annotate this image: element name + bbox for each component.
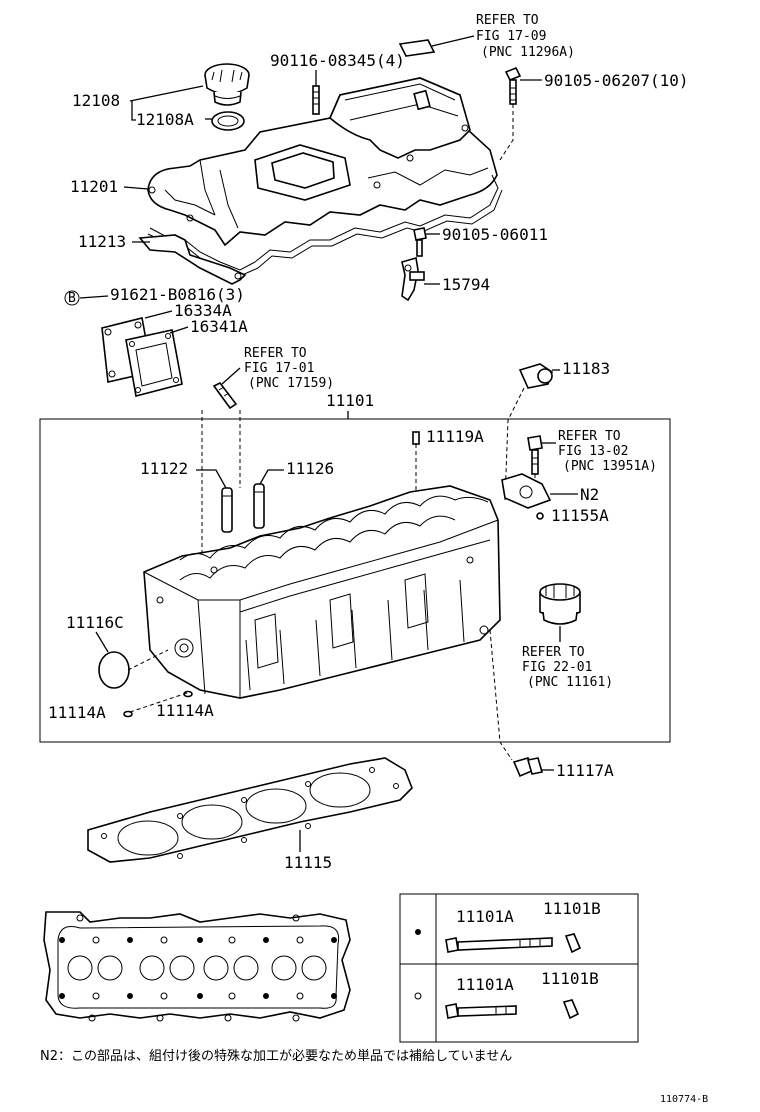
label-15794: 15794 xyxy=(442,275,490,294)
ref-22-01: REFER TO FIG 22-01 (PNC 11161) xyxy=(522,645,613,690)
label-11126: 11126 xyxy=(286,459,334,478)
svg-text:REFER TO: REFER TO xyxy=(476,13,539,28)
circle-b-mark xyxy=(64,290,80,306)
label-91621: 91621-B0816(3) xyxy=(110,285,245,304)
open-dot-icon xyxy=(414,992,422,1000)
label-11201: 11201 xyxy=(70,177,118,196)
label-11116c: 11116C xyxy=(66,613,124,632)
svg-text:REFER TO: REFER TO xyxy=(522,645,585,660)
svg-text:(PNC 11296A): (PNC 11296A) xyxy=(481,45,575,60)
valve-guide-11122 xyxy=(221,487,233,533)
label-12108a: 12108A xyxy=(136,110,194,129)
ref-17-01: REFER TO FIG 17-01 (PNC 17159) xyxy=(244,346,334,391)
label-n2: N2 xyxy=(580,485,599,504)
stud-90116 xyxy=(312,85,320,115)
svg-text:REFER TO: REFER TO xyxy=(244,346,307,361)
label-11119a: 11119A xyxy=(426,427,484,446)
svg-text:FIG 17-09: FIG 17-09 xyxy=(476,29,546,44)
ref-13-02: REFER TO FIG 13-02 (PNC 13951A) xyxy=(558,429,657,474)
table-label-11101a-top: 11101A xyxy=(456,907,514,926)
bearing-cap-n2 xyxy=(501,473,552,509)
gasket-16341a xyxy=(125,329,183,397)
pin-11114a-left xyxy=(123,710,133,718)
label-11114a-left: 11114A xyxy=(48,703,106,722)
label-90105-06011: 90105-06011 xyxy=(442,225,548,244)
svg-text:FIG 22-01: FIG 22-01 xyxy=(522,660,592,675)
plug-11116c xyxy=(98,651,130,689)
valve-guide-11126 xyxy=(253,483,265,529)
head-top-view xyxy=(43,911,351,1022)
label-11122: 11122 xyxy=(140,459,188,478)
figure-id: 110774-B xyxy=(660,1094,708,1105)
oil-filter-11161 xyxy=(539,583,581,625)
head-gasket-11115 xyxy=(87,757,413,863)
cam-cap-11183 xyxy=(518,363,553,389)
filler-cap-gasket xyxy=(211,111,245,131)
label-16334a: 16334A xyxy=(174,301,232,320)
label-11183: 11183 xyxy=(562,359,610,378)
label-11114a-right: 11114A xyxy=(156,701,214,720)
label-11115: 11115 xyxy=(284,853,332,872)
table-label-11101a-bottom: 11101A xyxy=(456,975,514,994)
ref-plate-icon xyxy=(398,39,436,57)
filled-dot-icon xyxy=(415,929,421,935)
ref-17-09: REFER TO FIG 17-09 (PNC 11296A) xyxy=(476,13,575,60)
label-90116: 90116-08345(4) xyxy=(270,51,405,70)
bolt-13951a xyxy=(527,435,543,475)
svg-text:(PNC 17159): (PNC 17159) xyxy=(248,376,334,391)
circle-b-letter: B xyxy=(68,291,76,306)
oil-filler-cap xyxy=(204,63,250,106)
pin-11155a xyxy=(536,512,544,520)
stud-17159 xyxy=(212,381,238,410)
label-11155a: 11155A xyxy=(551,506,609,525)
label-16341a: 16341A xyxy=(190,317,248,336)
svg-text:FIG 17-01: FIG 17-01 xyxy=(244,361,314,376)
cylinder-head xyxy=(143,485,501,699)
cylinder-head-cover xyxy=(147,77,498,247)
cylinder-head-assy-frame xyxy=(39,418,671,743)
cover-plate-11213 xyxy=(138,234,247,285)
svg-text:FIG 13-02: FIG 13-02 xyxy=(558,444,628,459)
plug-11117a xyxy=(512,757,544,778)
bolt-table: 11101A 11101B 11101A 11101B xyxy=(399,893,639,1043)
sensor-15794 xyxy=(401,256,425,302)
label-12108: 12108 xyxy=(72,91,120,110)
bolt-90105-06011 xyxy=(413,227,427,257)
label-11101: 11101 xyxy=(326,391,374,410)
label-90105-06207: 90105-06207(10) xyxy=(544,71,689,90)
svg-text:(PNC 13951A): (PNC 13951A) xyxy=(563,459,657,474)
label-11213: 11213 xyxy=(78,232,126,251)
footnote-n2: N2：この部品は、組付け後の特殊な加工が必要なため単品では補給していません xyxy=(40,1048,512,1064)
bolt-90105-06207 xyxy=(504,66,522,105)
table-label-11101b-top: 11101B xyxy=(543,899,601,918)
label-11117a: 11117A xyxy=(556,761,614,780)
svg-text:REFER TO: REFER TO xyxy=(558,429,621,444)
pin-11119a xyxy=(412,431,420,445)
svg-text:(PNC 11161): (PNC 11161) xyxy=(527,675,613,690)
table-label-11101b-bottom: 11101B xyxy=(541,969,599,988)
